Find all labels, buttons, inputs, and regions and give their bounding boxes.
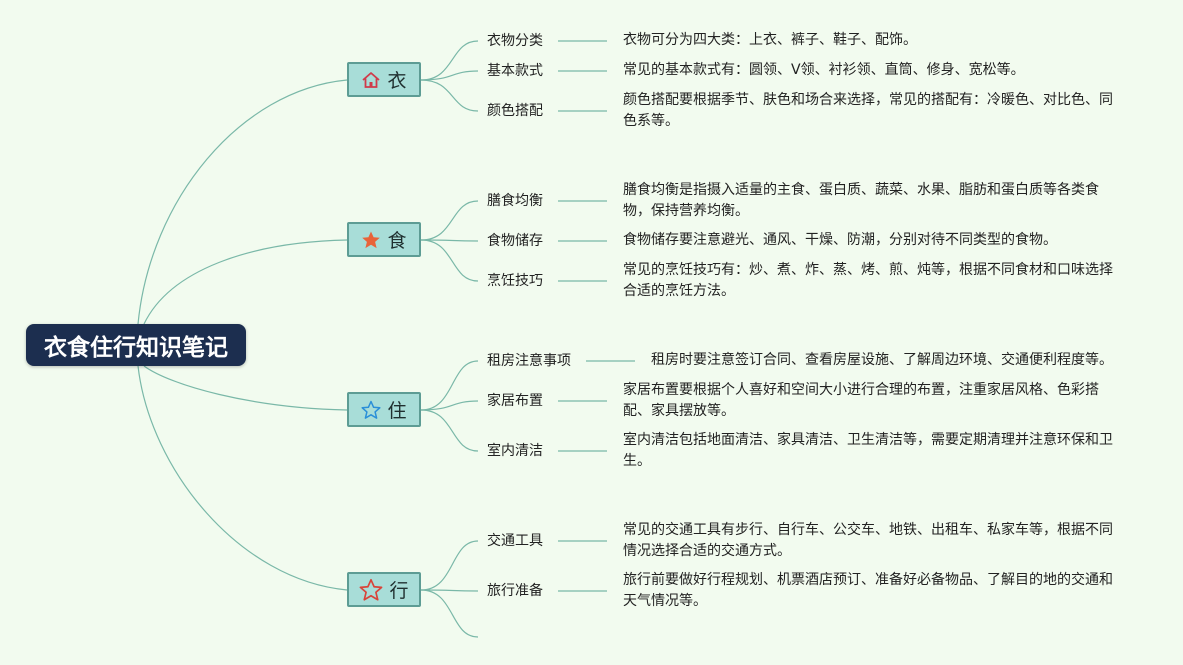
- root-to-travel-line: [137, 365, 348, 591]
- subtopic-node[interactable]: 烹饪技巧: [487, 273, 543, 289]
- category-label: 住: [387, 400, 407, 422]
- subtopic-node[interactable]: 颜色搭配: [487, 103, 543, 119]
- subtopic-description: 常见的交通工具有步行、自行车、公交车、地铁、出租车、私家车等，根据不同情况选择合…: [623, 522, 1113, 559]
- star-outline-red-icon: [359, 578, 383, 602]
- category-2-to-subtopic-2-line: [420, 409, 479, 452]
- root-to-housing-line: [143, 365, 348, 411]
- category-1-to-subtopic-0-line: [420, 200, 479, 241]
- subtopic-node[interactable]: 基本款式: [487, 63, 543, 79]
- category-node-food[interactable]: 食: [347, 222, 421, 257]
- subtopic-node[interactable]: 衣物分类: [487, 33, 543, 49]
- category-0-to-subtopic-0-line: [420, 40, 479, 81]
- category-0-to-subtopic-1-line: [420, 70, 479, 81]
- subtopic-description: 食物储存要注意避光、通风、干燥、防潮，分别对待不同类型的食物。: [623, 232, 1057, 248]
- subtopic-description: 衣物可分为四大类：上衣、裤子、鞋子、配饰。: [623, 32, 917, 48]
- subtopic-node[interactable]: 膳食均衡: [487, 193, 543, 209]
- category-node-travel[interactable]: 行: [347, 572, 421, 607]
- root-to-clothing-line: [137, 79, 348, 325]
- root-title: 衣食住行知识笔记: [44, 335, 228, 361]
- subtopic-description: 常见的烹饪技巧有：炒、煮、炸、蒸、烤、煎、炖等，根据不同食材和口味选择合适的烹饪…: [623, 262, 1113, 299]
- star-filled-icon: [361, 230, 381, 250]
- root-to-food-line: [143, 239, 348, 325]
- subtopic-node[interactable]: 家居布置: [487, 393, 543, 409]
- subtopic-node[interactable]: 交通工具: [487, 533, 543, 549]
- subtopic-node[interactable]: 租房注意事项: [487, 353, 571, 369]
- category-label: 衣: [387, 70, 407, 92]
- subtopic-node[interactable]: 旅行准备: [487, 583, 543, 599]
- category-label: 行: [389, 580, 409, 602]
- category-0-to-subtopic-2-line: [420, 79, 479, 112]
- subtopic-description: 旅行前要做好行程规划、机票酒店预订、准备好必备物品、了解目的地的交通和天气情况等…: [623, 572, 1113, 609]
- category-3-to-subtopic-0-line: [420, 540, 479, 591]
- subtopic-description: 租房时要注意签订合同、查看房屋设施、了解周边环境、交通便利程度等。: [651, 352, 1113, 368]
- subtopic-description: 膳食均衡是指摄入适量的主食、蛋白质、蔬菜、水果、脂肪和蛋白质等各类食物，保持营养…: [623, 182, 1099, 219]
- subtopic-node[interactable]: 室内清洁: [487, 443, 543, 459]
- category-3-extra-branch-line: [420, 589, 479, 638]
- category-3-to-subtopic-1-line: [420, 589, 479, 592]
- category-2-to-subtopic-1-line: [420, 400, 479, 411]
- subtopic-description: 常见的基本款式有：圆领、V领、衬衫领、直筒、修身、宽松等。: [623, 62, 1025, 78]
- category-2-to-subtopic-0-line: [420, 360, 479, 411]
- category-node-housing[interactable]: 住: [347, 392, 421, 427]
- subtopic-description: 室内清洁包括地面清洁、家具清洁、卫生清洁等，需要定期清理并注意环保和卫生。: [623, 432, 1113, 469]
- root-node[interactable]: 衣食住行知识笔记: [26, 324, 246, 366]
- star-outline-icon: [361, 400, 382, 420]
- subtopic-description: 颜色搭配要根据季节、肤色和场合来选择，常见的搭配有：冷暖色、对比色、同色系等。: [623, 92, 1113, 129]
- subtopic-node[interactable]: 食物储存: [487, 233, 543, 249]
- category-1-to-subtopic-1-line: [420, 239, 479, 242]
- category-1-to-subtopic-2-line: [420, 239, 479, 282]
- home-icon: [361, 70, 381, 90]
- subtopic-description: 家居布置要根据个人喜好和空间大小进行合理的布置，注重家居风格、色彩搭配、家具摆放…: [623, 382, 1099, 419]
- category-label: 食: [387, 230, 407, 252]
- category-node-clothing[interactable]: 衣: [347, 62, 421, 97]
